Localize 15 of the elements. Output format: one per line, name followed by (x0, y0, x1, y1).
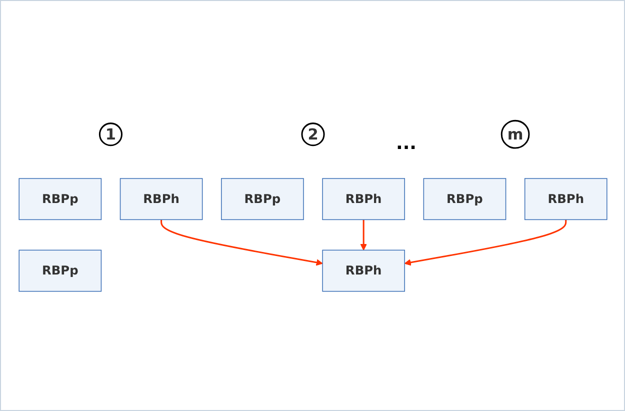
arrow (360, 219, 366, 250)
arrow (160, 219, 322, 266)
node-box: RBPp (220, 178, 304, 220)
node-box: RBPh (322, 178, 404, 220)
node-circle: m (500, 119, 530, 148)
node-circle: 1 (98, 122, 122, 146)
node-box: RBPp (422, 178, 506, 220)
node-box: RBPh (322, 249, 404, 292)
node-box: RBPh (524, 178, 607, 220)
node-box: RBPp (18, 178, 102, 220)
ellipsis-label: ... (396, 133, 417, 154)
node-box: RBPp (18, 249, 102, 292)
node-circle: 2 (300, 122, 324, 146)
node-box: RBPh (119, 178, 202, 220)
arrow (404, 219, 566, 266)
